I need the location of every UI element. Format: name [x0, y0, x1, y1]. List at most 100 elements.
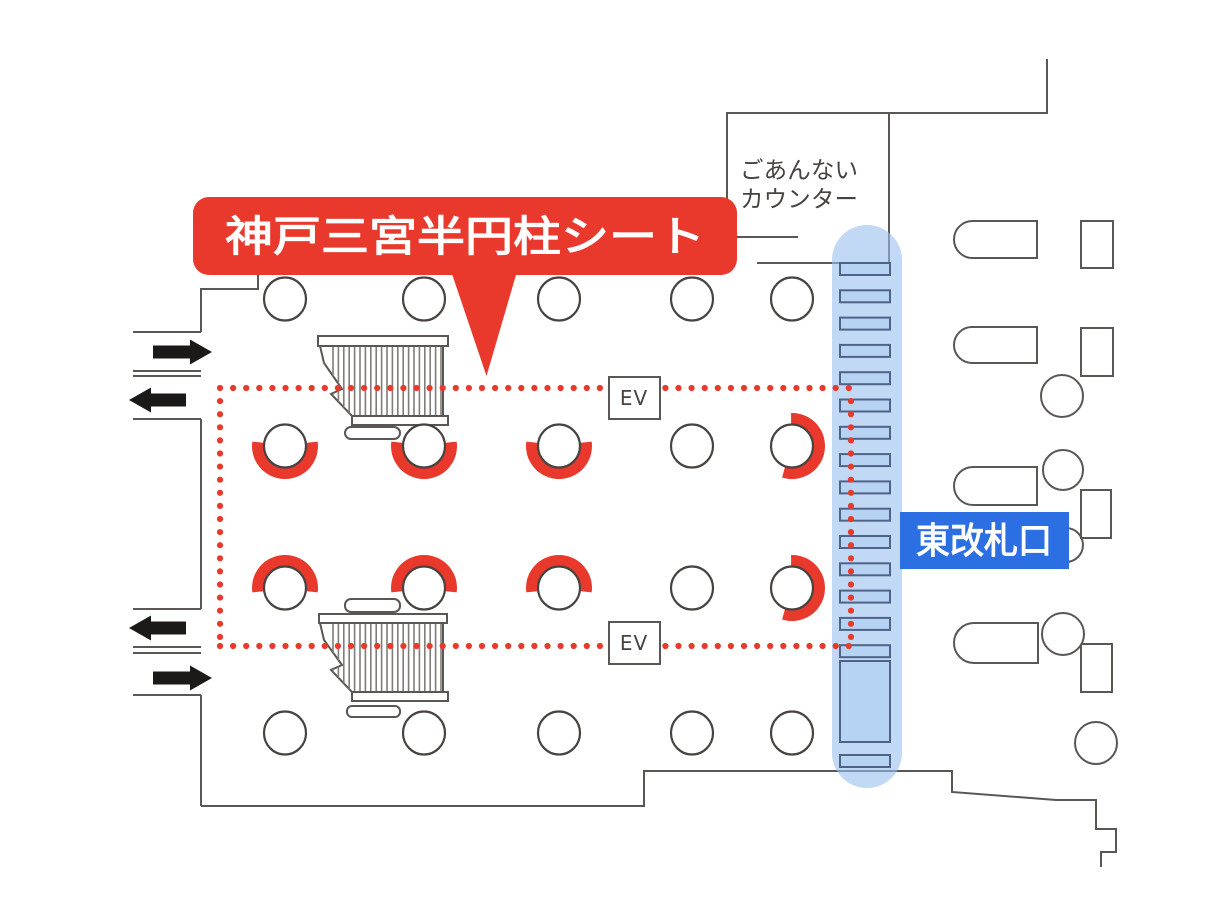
zone-dot [531, 642, 538, 650]
info-counter: ごあんない カウンター [740, 156, 858, 213]
gate-bar [839, 289, 891, 304]
zone-dot [216, 581, 224, 588]
zone-dot [347, 642, 355, 650]
gate-bar [839, 262, 891, 276]
escalator-handrail [344, 426, 401, 440]
zone-dot [518, 384, 525, 392]
zone-dot [662, 384, 669, 392]
zone-dot [243, 642, 250, 650]
zone-dot [216, 555, 224, 562]
pillar [401, 565, 447, 611]
gate-bar [839, 562, 891, 577]
pillar [262, 276, 308, 322]
zone-dot [216, 620, 224, 627]
zone-dot [544, 642, 551, 650]
zone-dot [557, 642, 564, 650]
elevator-outline [608, 621, 661, 665]
escalator-lower [318, 598, 449, 718]
zone-dot [754, 642, 761, 650]
zone-dot [400, 642, 407, 650]
equipment-box [1080, 327, 1114, 377]
zone-dot [439, 642, 446, 650]
zone-dot [216, 568, 224, 575]
wall-top-left-hook [200, 270, 259, 332]
zone-dot [714, 642, 721, 650]
gate-bar [839, 754, 891, 768]
escalator-bottom-cap [351, 415, 449, 426]
zone-dot [216, 489, 224, 496]
zone-dot [544, 384, 551, 392]
zone-dot [819, 642, 826, 650]
zone-dot [216, 424, 224, 431]
zone-dot [847, 398, 855, 405]
equipment-pillar [1042, 449, 1084, 491]
zone-dot [714, 384, 721, 392]
escalator-bottom-cap [351, 691, 449, 702]
zone-dot [478, 642, 486, 650]
callout-bubble [193, 197, 737, 275]
zone-dot [727, 642, 735, 650]
corridor-lines-lower [133, 608, 201, 696]
east-gate-badge [900, 512, 1069, 569]
zone-dot [361, 384, 368, 392]
zone-dot [374, 384, 381, 392]
zone-dot [847, 463, 855, 470]
zone-dot [570, 384, 577, 392]
entry-arrow [153, 665, 212, 691]
corridor-lines-upper [133, 331, 201, 420]
zone-dot [847, 437, 855, 444]
zone-dot [256, 384, 263, 392]
zone-dot [387, 384, 394, 392]
zone-dot [269, 384, 276, 392]
zone-dot [845, 384, 852, 392]
equipment-box [1080, 643, 1113, 693]
zone-dot [321, 384, 328, 392]
zone-dot [426, 384, 433, 392]
zone-dot [216, 542, 224, 549]
escalator-top-cap [318, 613, 448, 624]
escalator-steps [332, 624, 442, 691]
zone-dot [361, 642, 368, 650]
equipment-box [1080, 220, 1114, 269]
pillar [401, 276, 447, 322]
equipment-box [1080, 489, 1112, 539]
pillar [669, 423, 715, 469]
ticket-gate-strip [832, 225, 902, 788]
info-counter-line1: ごあんない [740, 156, 858, 184]
pillar [536, 423, 582, 469]
zone-dot [754, 384, 761, 392]
gate-bar [839, 398, 891, 413]
pillar [536, 710, 582, 756]
escalator-top-cap [317, 335, 449, 347]
zone-dot [767, 384, 774, 392]
zone-dot [847, 489, 855, 496]
zone-dot [847, 607, 855, 614]
pillar [769, 565, 815, 611]
zone-dot [243, 384, 250, 392]
zone-dot [478, 384, 486, 392]
zone-dot [767, 642, 774, 650]
ad-sheet-arc [782, 555, 826, 621]
gate-bar [839, 480, 891, 495]
zone-dot [596, 642, 604, 650]
ticket-machine [953, 466, 1038, 506]
zone-dot [557, 384, 564, 392]
zone-dot [675, 384, 682, 392]
zone-dot [845, 642, 852, 650]
zone-dot [847, 581, 855, 588]
ad-sheet-arc [390, 555, 458, 593]
east-gate-label: 東改札口 [900, 512, 1069, 569]
gate-wide-lane [839, 660, 891, 743]
gate-bar [839, 453, 891, 468]
zone-dot [216, 384, 224, 392]
zone-dot [269, 642, 276, 650]
zone-dot [847, 594, 855, 601]
zone-dot [308, 642, 315, 650]
elevator-label: EV [620, 386, 648, 410]
zone-dot [847, 476, 855, 483]
pillar [769, 276, 815, 322]
zone-dot [230, 642, 237, 650]
zone-dot [374, 642, 381, 650]
zone-dot [806, 642, 813, 650]
zone-dot [688, 384, 695, 392]
